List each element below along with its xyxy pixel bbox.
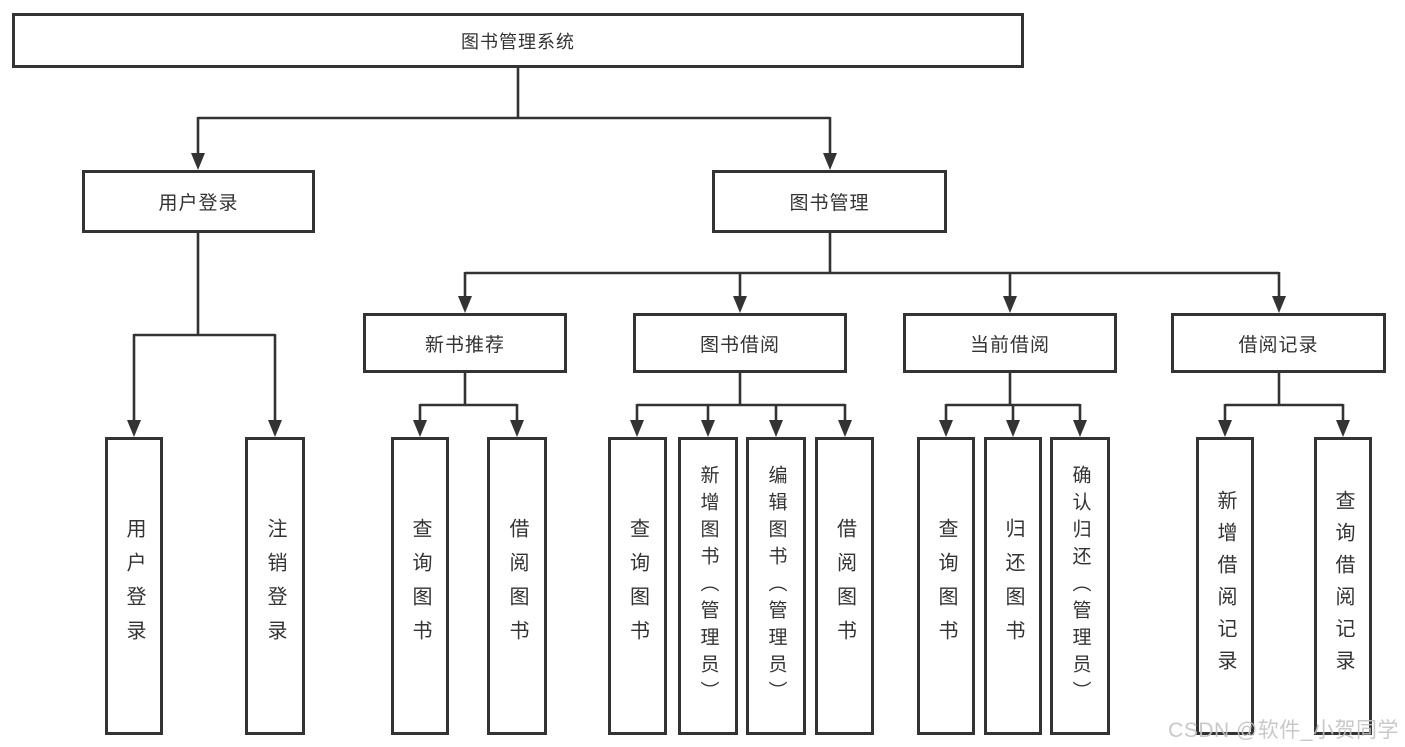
csdn-watermark: CSDN @软件_小贺同学 bbox=[1168, 719, 1399, 742]
connector-book-management-to-level3 bbox=[458, 233, 1286, 313]
node-book-borrow: 图书借阅 bbox=[633, 313, 847, 373]
leaf-edit-book-admin: 编辑图书（管理员） bbox=[746, 437, 806, 735]
leaf-borrow-books-recommend-label: 借阅图书 bbox=[506, 518, 528, 654]
leaf-add-book-admin: 新增图书（管理员） bbox=[678, 437, 738, 735]
leaf-confirm-return-admin: 确认归还（管理员） bbox=[1050, 437, 1110, 735]
leaf-logout-login-label: 注销登录 bbox=[264, 518, 286, 654]
leaf-add-book-admin-label: 新增图书（管理员） bbox=[697, 464, 719, 708]
leaf-add-borrow-record-label: 新增借阅记录 bbox=[1214, 490, 1236, 682]
leaf-query-books-current: 查询图书 bbox=[917, 437, 975, 735]
leaf-borrow-books-recommend: 借阅图书 bbox=[487, 437, 547, 735]
node-root-label: 图书管理系统 bbox=[461, 31, 575, 52]
connector-root-to-level2 bbox=[191, 68, 837, 170]
node-current-borrow: 当前借阅 bbox=[903, 313, 1117, 373]
leaf-borrow-books-label: 借阅图书 bbox=[833, 518, 856, 654]
leaf-query-books-borrow-label: 查询图书 bbox=[626, 518, 649, 654]
leaf-query-books-recommend-label: 查询图书 bbox=[409, 518, 431, 654]
leaf-query-books-current-label: 查询图书 bbox=[935, 518, 957, 654]
leaf-edit-book-admin-label: 编辑图书（管理员） bbox=[765, 464, 787, 708]
connector-book-borrow-to-leaves bbox=[630, 373, 852, 437]
leaf-user-login: 用户登录 bbox=[105, 437, 163, 735]
leaf-return-book-label: 归还图书 bbox=[1002, 518, 1024, 654]
leaf-confirm-return-admin-label: 确认归还（管理员） bbox=[1069, 464, 1091, 708]
node-new-book-recommend: 新书推荐 bbox=[363, 313, 567, 373]
connector-borrow-record-to-leaves bbox=[1218, 373, 1350, 437]
node-new-book-recommend-label: 新书推荐 bbox=[424, 334, 505, 356]
node-current-borrow-label: 当前借阅 bbox=[969, 334, 1050, 356]
node-book-management: 图书管理 bbox=[712, 170, 947, 233]
leaf-query-books-borrow: 查询图书 bbox=[608, 437, 667, 735]
connector-new-book-recommend-to-leaves bbox=[413, 373, 524, 437]
node-user-login: 用户登录 bbox=[82, 170, 315, 233]
leaf-return-book: 归还图书 bbox=[984, 437, 1042, 735]
node-book-borrow-label: 图书借阅 bbox=[699, 334, 780, 356]
leaf-user-login-label: 用户登录 bbox=[123, 518, 145, 654]
node-book-management-label: 图书管理 bbox=[789, 193, 870, 214]
node-borrow-record-label: 借阅记录 bbox=[1238, 334, 1319, 356]
leaf-query-books-recommend: 查询图书 bbox=[391, 437, 449, 735]
leaf-query-borrow-record-label: 查询借阅记录 bbox=[1332, 490, 1354, 682]
leaf-query-borrow-record: 查询借阅记录 bbox=[1314, 437, 1372, 735]
connector-user-login-to-leaves bbox=[127, 233, 282, 437]
node-root-system: 图书管理系统 bbox=[12, 13, 1024, 68]
leaf-logout-login: 注销登录 bbox=[245, 437, 305, 735]
connector-current-borrow-to-leaves bbox=[939, 373, 1087, 437]
leaf-borrow-books: 借阅图书 bbox=[815, 437, 874, 735]
leaf-add-borrow-record: 新增借阅记录 bbox=[1196, 437, 1254, 735]
node-user-login-label: 用户登录 bbox=[158, 193, 239, 214]
node-borrow-record: 借阅记录 bbox=[1171, 313, 1386, 373]
